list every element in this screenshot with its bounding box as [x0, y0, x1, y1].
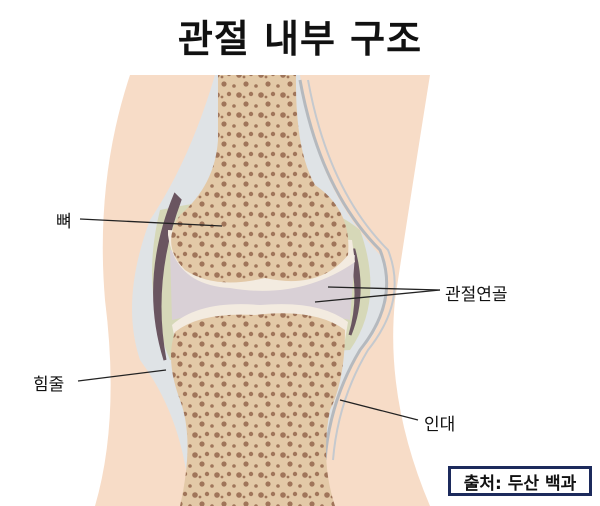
diagram-title: 관절 내부 구조 — [177, 17, 423, 61]
label-tendon: 힘줄 — [33, 375, 65, 395]
label-cartilage: 관절연골 — [445, 285, 508, 305]
source-text: 출처: 두산 백과 — [463, 473, 577, 494]
upper-bone — [171, 75, 349, 283]
source-box: 출처: 두산 백과 — [448, 466, 592, 496]
label-bone: 뼈 — [56, 212, 72, 232]
synovial-right — [348, 248, 361, 336]
label-ligament: 인대 — [424, 415, 456, 435]
tendon — [153, 192, 182, 361]
lower-bone — [171, 313, 345, 506]
